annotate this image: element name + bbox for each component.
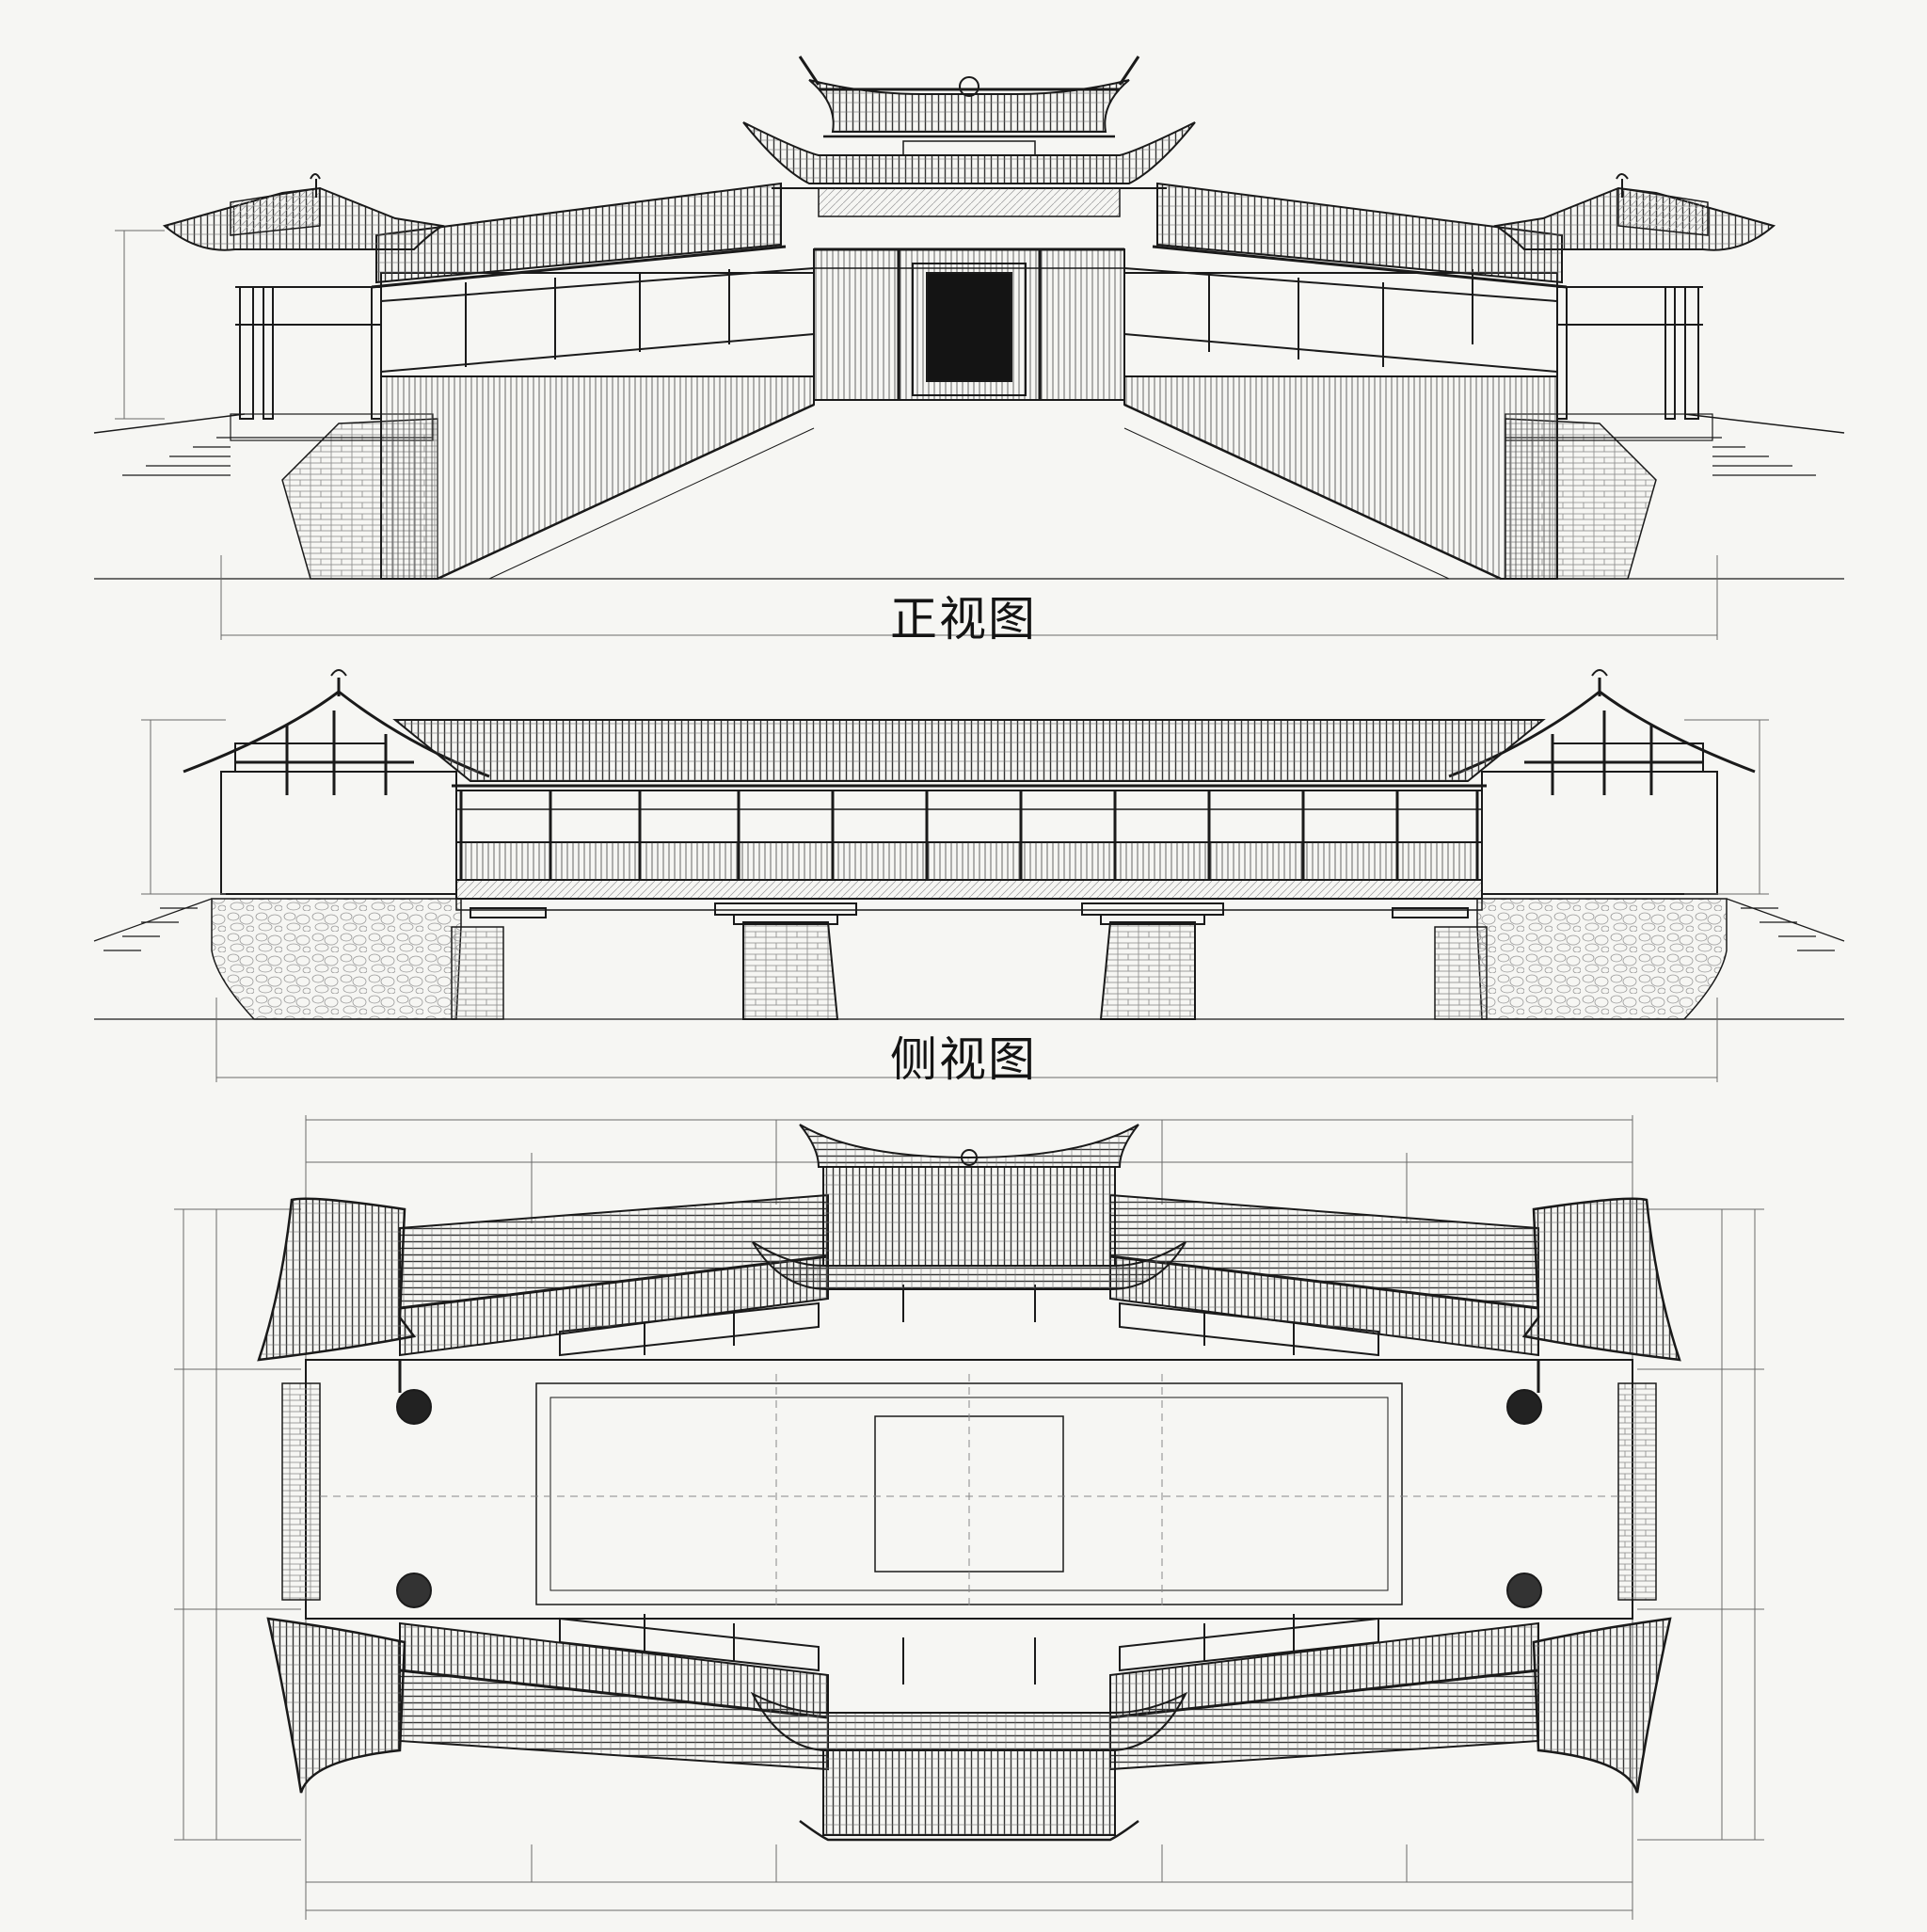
front-elevation [93,56,1845,640]
side-view-title: 侧视图 [890,1032,1037,1087]
side-elevation [93,669,1845,1082]
roof-plan [174,1115,1764,1920]
front-view-title: 正视图 [890,592,1037,647]
